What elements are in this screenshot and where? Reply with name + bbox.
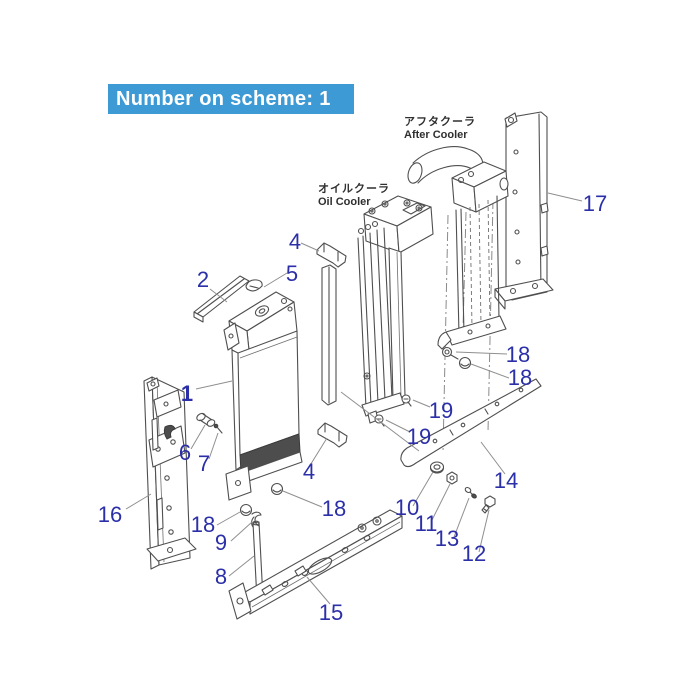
after-cooler-label-jp: アフタクーラ <box>404 116 476 128</box>
scheme-number-banner: Number on scheme: 1 <box>108 84 354 114</box>
callout-2-top-bar: 2 <box>197 267 209 292</box>
oil-cooler-label-en: Oil Cooler <box>318 196 371 208</box>
callout-18-grommet-mid: 18 <box>322 496 346 521</box>
callout-numbers: 1 2 4 5 4 6 7 16 18 9 8 15 18 10 11 13 1… <box>98 191 607 625</box>
after-cooler-drawing <box>407 146 509 350</box>
callout-8-rod: 8 <box>215 564 227 589</box>
part-14-upper-rail <box>400 378 542 468</box>
callout-4-bracket-lower: 4 <box>303 459 315 484</box>
leader-lines <box>125 192 583 605</box>
oil-cooler-label-jp: オイルクーラ <box>318 183 390 195</box>
part-11-nut <box>446 471 458 485</box>
part-7-pin <box>213 423 223 434</box>
callout-14-upper-rail: 14 <box>494 468 518 493</box>
callout-6-fitting: 6 <box>179 440 191 465</box>
callout-12-bolt: 12 <box>462 541 486 566</box>
callout-13-stud: 13 <box>435 526 459 551</box>
callout-11-nut: 11 <box>415 511 438 536</box>
callout-19-bolt-b: 19 <box>407 424 431 449</box>
part-6-fitting <box>196 412 216 427</box>
part-10-washer <box>429 461 445 474</box>
callout-18-hook-right: 18 <box>506 342 530 367</box>
callout-15-lower-rail: 15 <box>319 600 343 625</box>
part-4-bracket-lower <box>317 422 348 448</box>
part-13-stud <box>464 486 477 499</box>
callout-17-side-bracket-right: 17 <box>583 191 607 216</box>
callout-4-bracket-upper: 4 <box>289 229 301 254</box>
part-19-bolt-a <box>401 394 412 407</box>
oil-cooler-drawing <box>357 195 434 424</box>
part-4-bracket-upper <box>316 242 347 268</box>
callout-18-grommet-right: 18 <box>508 365 532 390</box>
after-cooler-label-en: After Cooler <box>404 129 468 141</box>
part-1-radiator <box>223 291 303 501</box>
after-cooler-label: アフタクーラ After Cooler <box>404 116 476 142</box>
part-18-hook-right <box>441 346 459 360</box>
callout-19-bolt-a: 19 <box>429 398 453 423</box>
oil-cooler-label: オイルクーラ Oil Cooler <box>318 183 390 209</box>
part-15-lower-rail <box>228 509 403 620</box>
part-18-grommet-left <box>239 503 253 517</box>
part-17-side-bracket-right <box>494 111 554 310</box>
callout-1-radiator: 1 <box>181 381 193 406</box>
part-12-bolt <box>481 495 496 514</box>
callout-18-grommet-left: 18 <box>191 512 215 537</box>
callout-5-clip: 5 <box>286 261 298 286</box>
callout-10-washer: 10 <box>395 495 419 520</box>
part-18-grommet-mid <box>270 482 284 496</box>
callout-16-side-bracket-left: 16 <box>98 502 122 527</box>
part-18-grommet-right <box>458 356 472 370</box>
callout-9-rod-clip: 9 <box>215 530 227 555</box>
part-5-clip <box>245 279 263 292</box>
callout-7-pin: 7 <box>198 451 210 476</box>
part-4-seal-strip <box>321 264 337 406</box>
part-16-side-bracket-left <box>143 376 197 570</box>
